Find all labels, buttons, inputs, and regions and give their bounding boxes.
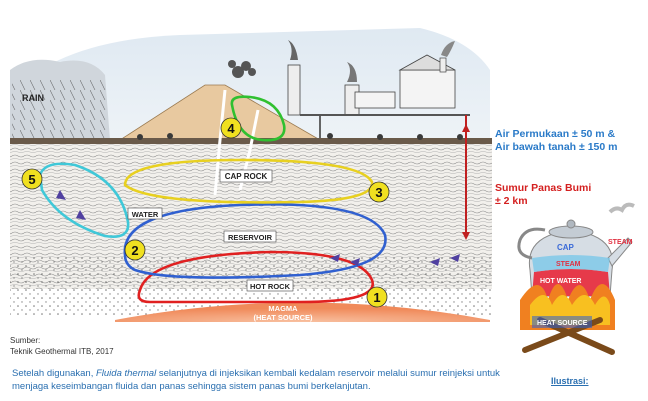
caption: Setelah digunakan, Fluida thermal selanj… — [12, 367, 502, 393]
kettle-illustration — [517, 202, 635, 355]
magma-label: MAGMA — [268, 304, 298, 313]
caption-before: Setelah digunakan, — [12, 368, 96, 379]
caption-after: selanjutnya di injeksikan kembali kedala… — [12, 368, 500, 392]
marker-4-label: 4 — [227, 121, 235, 136]
water-label-box: WATER — [127, 207, 163, 220]
rain-streaks — [12, 80, 107, 140]
marker-5-label: 5 — [28, 172, 35, 187]
source-credit: Sumber: Teknik Geothermal ITB, 2017 — [10, 335, 114, 357]
heat-source-label: (HEAT SOURCE) — [253, 313, 313, 322]
illustration-label: Ilustrasi: — [551, 376, 589, 386]
surface-water-line-2: Air bawah tanah ± 150 m — [495, 141, 618, 153]
marker-4: 4 — [220, 117, 242, 139]
geothermal-well-line-1: Sumur Panas Bumi — [495, 182, 592, 194]
geothermal-well-line-2: ± 2 km — [495, 195, 528, 207]
marker-2: 2 — [124, 239, 146, 261]
well-arrow — [462, 124, 470, 132]
kettle-hot-water — [532, 269, 610, 296]
vegetation — [137, 133, 463, 140]
marker-2-label: 2 — [131, 243, 138, 258]
kettle-heat-source-box — [532, 316, 592, 328]
kettle-heat-source-label: HEAT SOURCE — [537, 320, 588, 327]
kettle-steam-out-label: STEAM — [608, 239, 633, 246]
steam-puff-icon — [608, 202, 635, 214]
marker-1: 1 — [366, 286, 388, 308]
kettle-steam-zone — [532, 255, 610, 272]
source-label: Sumber: — [10, 336, 41, 345]
geothermal-well-note: Sumur Panas Bumi ± 2 km — [495, 182, 591, 208]
marker-3-label: 3 — [375, 185, 382, 200]
magma — [115, 302, 490, 322]
marker-5: 5 — [21, 168, 43, 190]
hot-rock-label-box: HOT ROCK — [246, 279, 294, 292]
water-label: WATER — [132, 210, 159, 219]
ring-5 — [38, 162, 130, 238]
sky — [10, 28, 490, 140]
reservoir-label-box: RESERVOIR — [223, 230, 277, 243]
reservoir-label: RESERVOIR — [228, 233, 273, 242]
flow-arrows — [56, 190, 460, 266]
cap-rock-label: CAP ROCK — [225, 172, 268, 181]
ring-2 — [123, 203, 387, 279]
cap-rock-label-box: CAP ROCK — [219, 169, 273, 183]
ring-4 — [230, 95, 286, 142]
steam-vent — [213, 89, 227, 196]
source-name: Teknik Geothermal ITB, 2017 — [10, 347, 114, 356]
kettle-cap-label: CAP — [557, 243, 575, 252]
kettle-hot-water-label: HOT WATER — [540, 278, 581, 285]
surface-water-note: Air Permukaan ± 50 m & Air bawah tanah ±… — [495, 128, 617, 154]
well-arrow — [462, 232, 470, 240]
marker-3: 3 — [368, 181, 390, 203]
power-plant — [287, 40, 470, 270]
hot-rock-label: HOT ROCK — [250, 282, 291, 291]
ring-3 — [123, 158, 374, 204]
caption-italic: Fluida thermal — [95, 368, 157, 379]
marker-1-label: 1 — [373, 290, 380, 305]
ring-1 — [137, 250, 375, 304]
kettle-knob — [566, 219, 576, 229]
surface-water-line-1: Air Permukaan ± 50 m & — [495, 128, 616, 140]
volcano-smoke — [228, 60, 256, 78]
rain-label: RAIN — [22, 93, 44, 103]
kettle-steam-label: STEAM — [556, 261, 581, 268]
kettle-handle — [517, 227, 546, 260]
kettle-spout — [607, 237, 633, 267]
